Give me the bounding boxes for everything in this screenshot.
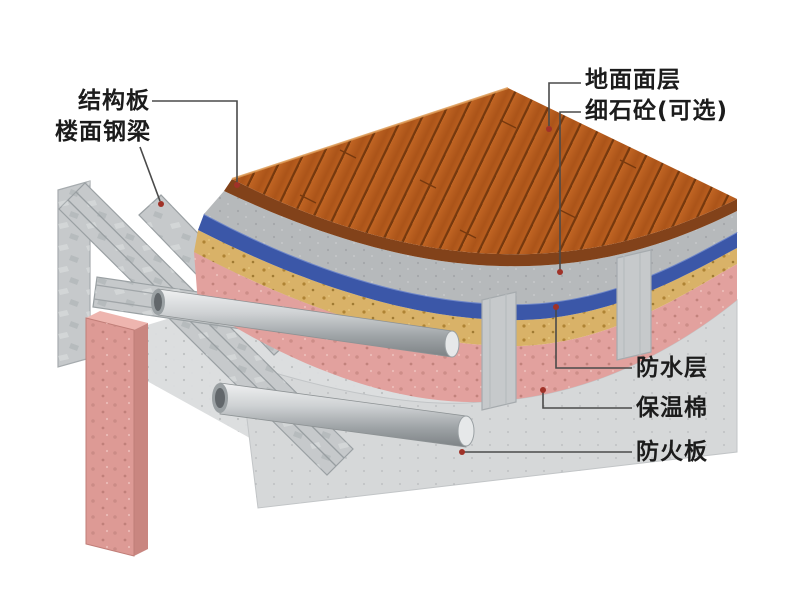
label-floor-steel-beam: 楼面钢梁: [55, 119, 151, 145]
wood-plank-seams: [299, 119, 637, 239]
leader-dots: [158, 126, 563, 455]
concrete-layer: [204, 191, 737, 305]
label-fine-aggregate-concrete: 细石砼(可选): [585, 98, 729, 124]
label-insulation-cotton: 保温棉: [636, 395, 708, 421]
leader-floor-finish: [548, 82, 581, 126]
wood-floor-edge: [224, 179, 737, 267]
insulation-cotton-layer: [194, 252, 737, 403]
steel-pipe-lower: [212, 382, 475, 448]
leader-waterproof: [555, 309, 632, 369]
steel-stud-left: [481, 291, 517, 411]
label-fireproof-board: 防火板: [636, 439, 708, 465]
leader-floor-steel-beam: [139, 146, 161, 202]
leader-insulation: [542, 392, 632, 409]
leader-lines: [139, 82, 632, 453]
steel-stud-right: [616, 249, 652, 361]
steel-pipe-upper: [151, 288, 460, 358]
label-floor-finish: 地面面层: [585, 67, 681, 93]
wood-floor-surface: [231, 87, 737, 255]
leader-structural-board: [152, 100, 238, 183]
label-waterproof-layer: 防水层: [636, 355, 708, 381]
osb-board-layer: [194, 230, 737, 347]
wall-panel: [85, 311, 148, 557]
leader-fine-concrete: [559, 111, 581, 270]
label-structural-board: 结构板: [78, 88, 150, 114]
